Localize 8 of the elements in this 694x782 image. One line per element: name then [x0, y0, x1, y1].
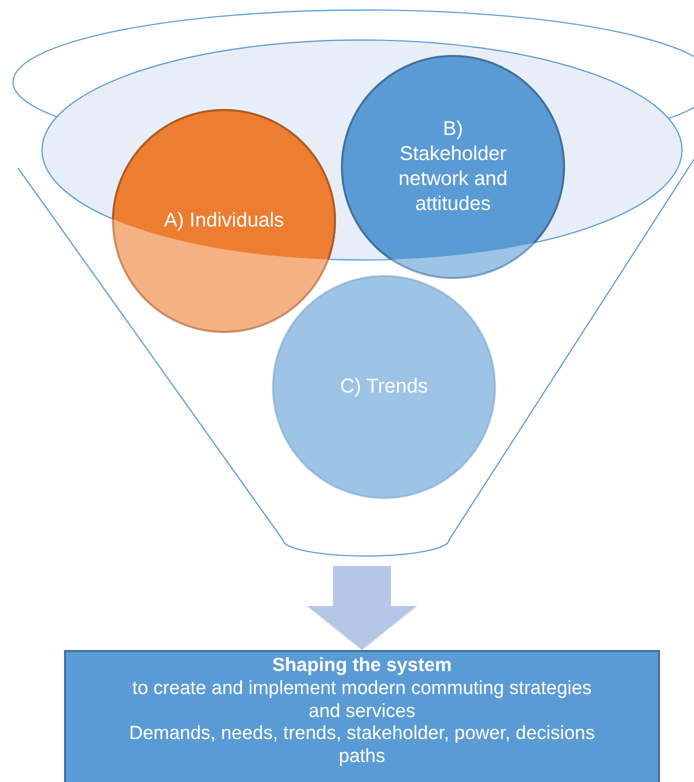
result-box: [64, 650, 660, 782]
box-text: to create and implement modern commuting strategies and services: [131, 678, 593, 724]
circle-label: A) Individuals: [162, 208, 286, 234]
box-text: Demands, needs, trends, stakeholder, power, decisions paths: [128, 723, 596, 769]
circle-label: B) Stakeholder network and attitudes: [398, 117, 508, 217]
block-arrow: [307, 566, 417, 650]
box-heading: Shaping the system: [271, 655, 453, 678]
circle-label: C) Trends: [339, 374, 429, 400]
